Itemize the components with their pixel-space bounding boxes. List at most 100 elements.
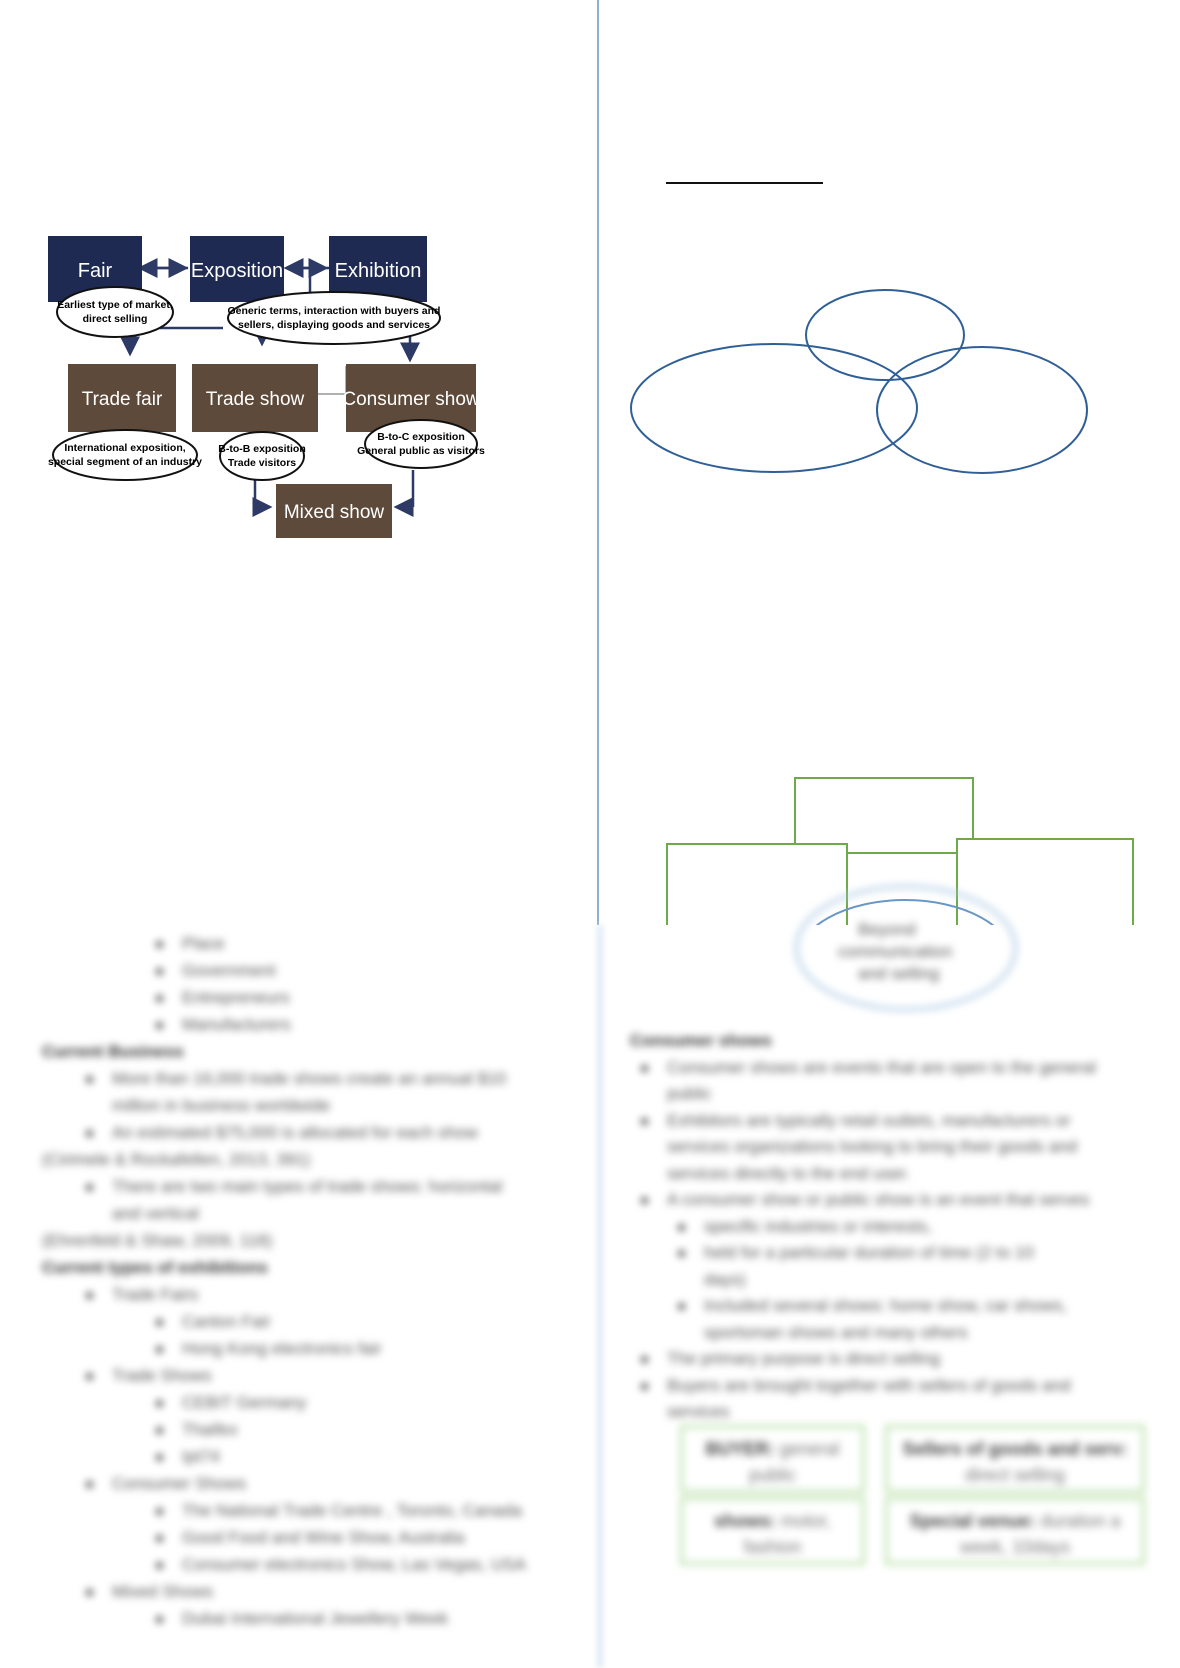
text-line: Included several shows: home show, car s…: [704, 1296, 1067, 1315]
bullet-icon: [86, 1130, 93, 1137]
text-line: CEBIT Germany: [182, 1393, 307, 1412]
node-trade-show-label: Trade show: [206, 389, 305, 410]
text-line: Buyers are brought together with sellers…: [667, 1375, 1071, 1395]
svg-text:Trade visitors: Trade visitors: [228, 457, 296, 469]
text-line: (Cirimele & Rockafellen, 2013, 391): [42, 1150, 311, 1169]
green-box-cluster: [666, 777, 1134, 925]
svg-text:General public as visitors: General public as visitors: [357, 445, 485, 457]
heading-underline: [666, 182, 823, 184]
text-line: specific industries or interests,: [704, 1216, 932, 1236]
text-line: million in business worldwide: [112, 1096, 331, 1115]
bubble-consumer-show: B-to-C exposition General public as visi…: [357, 419, 485, 469]
bullet-icon: [156, 1427, 163, 1434]
beyond-text-2: communication: [838, 942, 953, 961]
summary-box-sellers: Sellers of goods and serv: direct sellin…: [885, 1425, 1145, 1493]
text-line: services: [667, 1402, 730, 1421]
bullet-icon: [86, 1373, 93, 1380]
text-line: Manufacturers: [182, 1015, 291, 1034]
bullet-icon: [156, 1454, 163, 1461]
node-trade-show: Trade show: [192, 364, 318, 432]
text-line: The primary purpose is direct selling: [667, 1349, 941, 1368]
bullet-icon: [86, 1076, 93, 1083]
bubble-generic-terms: Generic terms, interaction with buyers a…: [227, 291, 441, 345]
node-exposition-label: Exposition: [191, 260, 283, 282]
node-mixed-show-label: Mixed show: [284, 502, 385, 523]
node-trade-fair-label: Trade fair: [82, 389, 163, 410]
bullet-icon: [641, 1064, 648, 1072]
text-line: services organizations looking to bring …: [667, 1137, 1078, 1156]
column-divider-lower: [597, 925, 603, 1668]
svg-text:B-to-C exposition: B-to-C exposition: [377, 431, 465, 443]
node-exhibition: Exhibition: [329, 236, 427, 302]
bullet-icon: [678, 1223, 685, 1231]
node-exhibition-label: Exhibition: [335, 260, 422, 282]
text-line: An estimated $75,000 is allocated for ea…: [112, 1123, 478, 1142]
node-consumer-show-label: Consumer show: [342, 389, 480, 410]
text-line: Entrepreneurs: [182, 988, 290, 1007]
text-line: (Ehrenfeld & Shaw, 2009, 118): [42, 1231, 273, 1250]
beyond-circle: [795, 885, 1017, 1011]
bullet-icon: [641, 1382, 648, 1390]
svg-text:Earliest type of market,: Earliest type of market,: [57, 299, 173, 311]
beyond-text-1: Beyond: [858, 920, 916, 939]
beyond-text-3: and selling: [858, 964, 940, 983]
venn-circle-left: [630, 343, 918, 473]
text-line: Dubai International Jewellery Week: [182, 1609, 449, 1628]
text-line: Hong Kong electronics fair: [182, 1339, 382, 1358]
venn-diagram: [630, 289, 1088, 474]
bullet-icon: [156, 1508, 163, 1515]
text-line: held for a particular duration of time (…: [704, 1243, 1034, 1262]
svg-text:sellers, displaying goods and: sellers, displaying goods and services: [238, 319, 430, 331]
bullet-icon: [641, 1117, 648, 1125]
bullet-icon: [641, 1197, 648, 1204]
node-trade-fair: Trade fair: [68, 364, 176, 432]
svg-text:direct selling: direct selling: [83, 313, 148, 325]
venn-circle-right: [876, 346, 1088, 474]
text-line: The National Trade Centre , Toronto, Can…: [182, 1501, 522, 1520]
bullet-icon: [156, 1616, 163, 1623]
bubble-trade-show: B-to-B exposition Trade visitors: [218, 431, 306, 481]
text-line: Trade Shows: [112, 1366, 212, 1385]
venn-circle-top: [805, 289, 965, 381]
column-divider: [597, 0, 599, 925]
text-line: Thaifex: [182, 1420, 238, 1439]
bullet-icon: [156, 1346, 163, 1353]
node-mixed-show: Mixed show: [276, 484, 392, 538]
bullet-icon: [86, 1589, 93, 1596]
bullet-icon: [156, 1022, 163, 1029]
text-line: and vertical: [112, 1204, 199, 1223]
summary-box-buyer: BUYER: general public: [680, 1425, 865, 1493]
text-line: Current Business: [42, 1042, 184, 1061]
bullet-icon: [86, 1292, 93, 1299]
svg-text:special segment of an industry: special segment of an industry: [48, 456, 202, 468]
text-line: services directly to the end user.: [667, 1163, 910, 1183]
text-line: days): [704, 1269, 746, 1289]
summary-box-shows: shows: motor, fashion: [680, 1497, 865, 1565]
node-exposition: Exposition: [190, 236, 284, 302]
bullet-icon: [156, 995, 163, 1002]
bullet-icon: [156, 941, 163, 948]
bullet-icon: [156, 1535, 163, 1542]
bullet-icon: [678, 1303, 685, 1310]
text-line: There are two main types of trade shows:…: [112, 1177, 503, 1196]
bullet-icon: [156, 1400, 163, 1407]
text-line: Canton Fair: [182, 1312, 271, 1331]
text-line: Current types of exhibitions: [42, 1258, 268, 1277]
bullet-icon: [156, 1562, 163, 1569]
text-line: Exhibitors are typically retail outlets,…: [667, 1110, 1071, 1130]
text-line: A consumer show or public show is an eve…: [667, 1190, 1090, 1209]
text-line: Trade Fairs: [112, 1285, 199, 1304]
svg-text:International exposition,: International exposition,: [64, 442, 185, 454]
text-line: Consumer shows are events that are open …: [667, 1057, 1097, 1077]
text-line: Consumer electronics Show, Las Vegas, US…: [182, 1555, 526, 1574]
bubble-fair: Earliest type of market, direct selling: [56, 286, 174, 338]
bubble-trade-fair: International exposition, special segmen…: [48, 429, 202, 481]
text-line: More than 16,000 trade shows create an a…: [112, 1069, 507, 1088]
summary-box-venue: Special venue: duration a week, 10days: [885, 1497, 1145, 1565]
node-fair-label: Fair: [78, 260, 113, 282]
text-line: Government: [182, 961, 276, 980]
svg-text:B-to-B exposition: B-to-B exposition: [218, 443, 306, 455]
text-line: Good Food and Wine Show, Australia: [182, 1528, 465, 1547]
text-line: public: [667, 1084, 712, 1103]
